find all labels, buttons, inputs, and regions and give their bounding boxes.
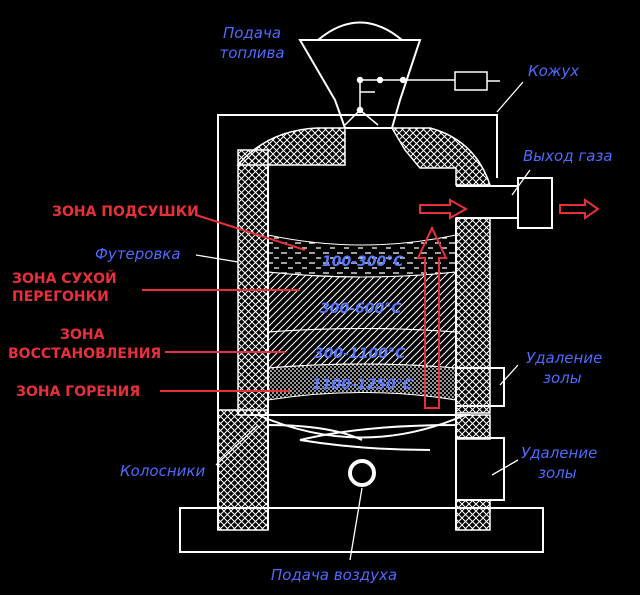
lining-left-lower	[217, 409, 269, 531]
label-dry-distillation-2: ПЕРЕГОНКИ	[12, 289, 109, 305]
grate-curve	[257, 414, 466, 439]
label-fuel-feed-1: Подача	[223, 24, 281, 42]
grate	[267, 414, 457, 451]
label-dry-distillation-1: ЗОНА СУХОЙ	[12, 270, 117, 287]
label-ash-removal-2b: золы	[538, 464, 577, 482]
label-reduction-1: ЗОНА	[60, 327, 105, 343]
air-inlet	[348, 459, 376, 487]
label-combustion: ЗОНА ГОРЕНИЯ	[16, 384, 140, 400]
temp-combustion: 1100-1250°C	[312, 377, 414, 393]
base-plinth	[179, 507, 544, 553]
label-lining: Футеровка	[95, 245, 181, 263]
label-gas-outlet: Выход газа	[523, 147, 613, 165]
temp-distillation: 300-600°C	[320, 301, 402, 317]
feeder-mechanism	[344, 71, 500, 126]
label-casing: Кожух	[528, 62, 579, 80]
label-ash-removal-2a: Удаление	[521, 444, 597, 462]
updraft-arrow	[416, 225, 448, 409]
label-drying-zone: ЗОНА ПОДСУШКИ	[52, 204, 199, 220]
label-reduction-2: ВОССТАНОВЛЕНИЯ	[8, 346, 161, 362]
red-leader-lines	[142, 214, 306, 392]
hopper-top	[317, 21, 403, 41]
gas-flow-arrows	[416, 198, 600, 409]
lining-right-lower	[455, 414, 491, 440]
outer-casing	[217, 114, 498, 530]
ash-door-lower	[455, 437, 505, 501]
label-air-feed: Подача воздуха	[271, 566, 397, 584]
lining-right-base	[455, 499, 491, 531]
lining-top-right	[390, 127, 492, 186]
label-ash-removal-1b: золы	[543, 369, 582, 387]
label-fuel-feed-2: топлива	[219, 44, 284, 62]
label-grate: Колосники	[120, 462, 205, 480]
ash-door-upper	[455, 367, 505, 407]
lining-left-wall	[237, 149, 269, 416]
temp-reduction: 300-1100°C	[314, 346, 406, 362]
label-ash-removal-1a: Удаление	[526, 349, 602, 367]
outlet-arrow-outer	[559, 198, 600, 220]
lining-right-wall	[455, 217, 491, 414]
leader-lines	[195, 81, 531, 561]
temp-drying: 100-300°C	[322, 254, 404, 270]
fuel-hopper	[298, 39, 422, 129]
outlet-arrow-inner	[419, 198, 469, 220]
